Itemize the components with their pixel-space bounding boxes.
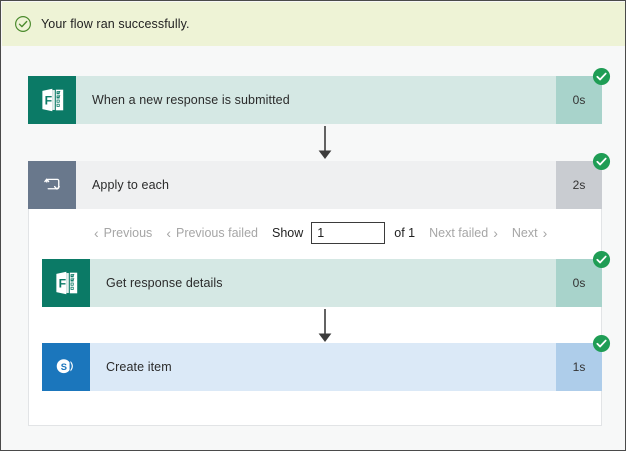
flow-step-duration: 1s [556, 334, 611, 391]
next-label: Next [511, 226, 538, 240]
next-button[interactable]: Next › [512, 226, 547, 240]
status-success-icon [592, 250, 611, 269]
chevron-left-icon: ‹ [94, 225, 99, 241]
previous-failed-label: Previous failed [175, 226, 258, 240]
success-banner-text: Your flow ran successfully. [41, 17, 190, 31]
svg-text:S: S [61, 362, 67, 372]
svg-text:F: F [45, 94, 53, 108]
status-success-icon [592, 67, 611, 86]
flow-step-duration: 0s [556, 250, 611, 307]
chevron-right-icon: › [493, 225, 498, 241]
flow-step-duration: 2s [556, 152, 611, 209]
chevron-left-icon: ‹ [166, 225, 171, 241]
status-success-icon [592, 152, 611, 171]
flow-step-title: Get response details [90, 259, 556, 307]
status-success-icon [592, 334, 611, 353]
flow-step-create-item[interactable]: S Create item 1s [42, 334, 611, 391]
iteration-pager: ‹ Previous ‹ Previous failed Show of 1 N… [94, 220, 561, 246]
flow-step-get-response-details[interactable]: F Get response details 0s [42, 250, 611, 307]
page-total-label: of 1 [394, 226, 416, 240]
check-circle-icon [14, 15, 32, 33]
previous-label: Previous [103, 226, 153, 240]
flow-step-title: When a new response is submitted [76, 76, 556, 124]
flow-canvas: F When a new response is submitted 0s [2, 46, 625, 450]
duration-text: 2s [572, 178, 586, 192]
sharepoint-icon: S [42, 343, 90, 391]
chevron-right-icon: › [542, 225, 548, 241]
microsoft-forms-icon: F [42, 259, 90, 307]
page-number-input[interactable] [311, 222, 386, 244]
next-failed-label: Next failed [429, 226, 489, 240]
svg-text:F: F [59, 277, 67, 291]
microsoft-forms-icon: F [28, 76, 76, 124]
connector-arrow-2 [315, 309, 335, 343]
loop-repeat-icon [28, 161, 76, 209]
duration-text: 0s [572, 93, 586, 107]
flow-step-duration: 0s [556, 67, 611, 124]
show-label: Show [271, 226, 304, 240]
flow-step-title: Apply to each [76, 161, 556, 209]
flow-step-apply-to-each[interactable]: Apply to each 2s [28, 152, 611, 209]
previous-failed-button[interactable]: ‹ Previous failed [166, 226, 258, 240]
next-failed-button[interactable]: Next failed › [429, 226, 498, 240]
duration-text: 0s [572, 276, 586, 290]
flow-step-trigger[interactable]: F When a new response is submitted 0s [28, 67, 611, 124]
success-banner: Your flow ran successfully. [2, 2, 625, 46]
previous-button[interactable]: ‹ Previous [94, 226, 152, 240]
duration-text: 1s [572, 360, 586, 374]
connector-arrow-1 [315, 126, 335, 160]
flow-step-title: Create item [90, 343, 556, 391]
